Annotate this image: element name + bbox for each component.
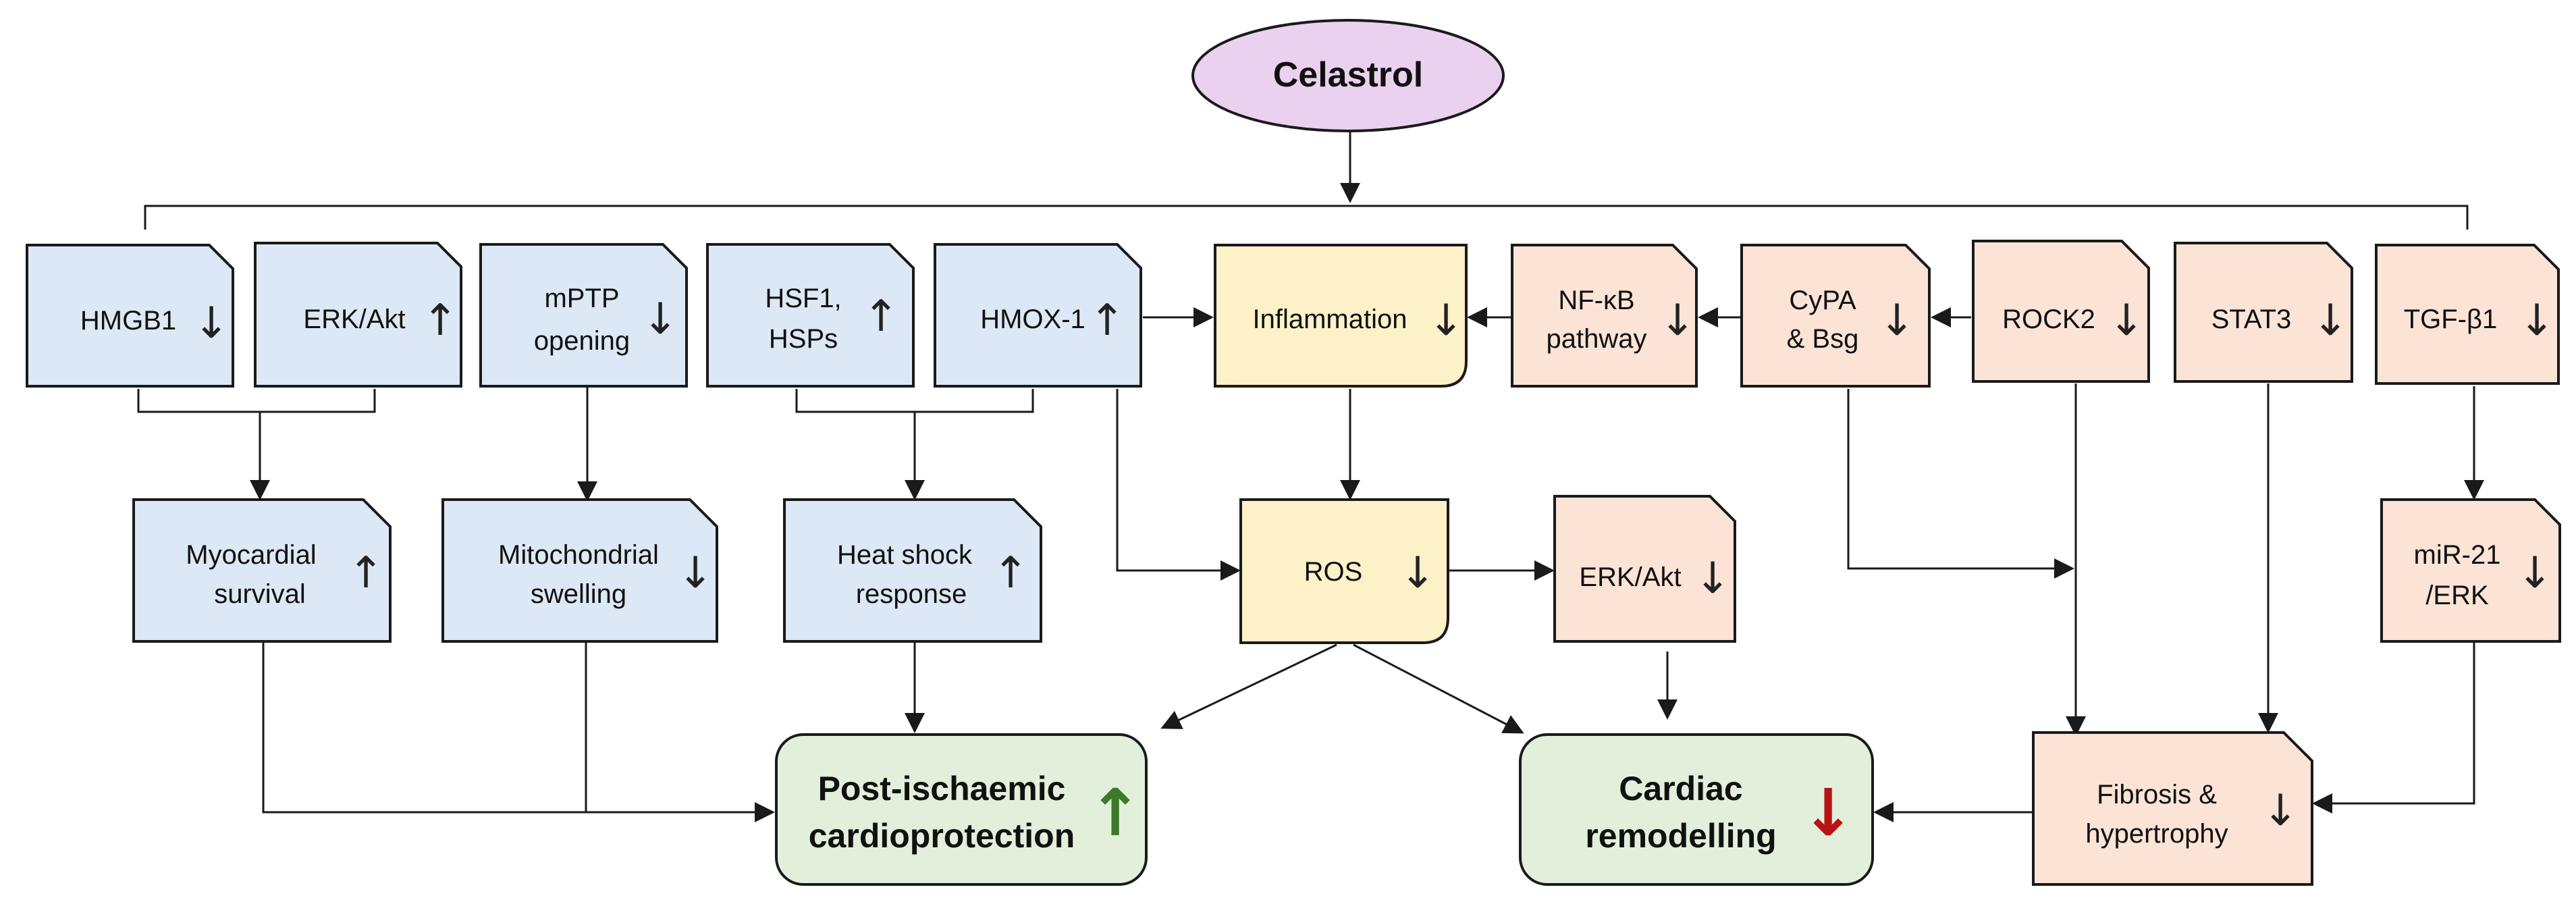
remodelling-line1: Cardiac — [1619, 770, 1742, 807]
node-mir21: miR-21 /ERK ↓ — [2380, 498, 2561, 643]
tgfb1-label: TGF-β1 — [2404, 304, 2498, 334]
node-mitochondrial-swelling: Mitochondrial swelling ↓ — [441, 498, 718, 643]
erk-akt-up-arrow: ↑ — [422, 296, 458, 346]
node-inflammation: Inflammation ↓ — [1214, 244, 1468, 388]
cardioprotection-line1: Post-ischaemic — [818, 770, 1066, 807]
mitochondrial-line1: Mitochondrial — [498, 540, 659, 570]
erk-akt-down-arrow: ↓ — [1694, 554, 1731, 604]
hmox1-arrow: ↑ — [1089, 296, 1125, 346]
mir21-line1: miR-21 — [2414, 540, 2501, 570]
node-mptp: mPTP opening ↓ — [479, 243, 688, 388]
node-tgfb1: TGF-β1 ↓ — [2375, 244, 2560, 385]
fibrosis-line1: Fibrosis & — [2097, 780, 2217, 810]
ros-arrow: ↓ — [1399, 548, 1436, 598]
hsf1-line1: HSF1, — [765, 284, 841, 313]
cypa-line2: & Bsg — [1787, 324, 1859, 354]
cypa-arrow: ↓ — [1879, 296, 1915, 346]
fibrosis-line2: hypertrophy — [2085, 819, 2228, 849]
node-cardiac-remodelling: Cardiac remodelling ↓ — [1519, 733, 1874, 886]
nfkb-arrow: ↓ — [1659, 296, 1696, 346]
node-hmox1: HMOX-1 ↑ — [934, 243, 1142, 388]
myocardial-line2: survival — [214, 579, 306, 609]
node-hmgb1: HMGB1 ↓ — [26, 244, 234, 388]
node-nfkb: NF-κB pathway ↓ — [1511, 244, 1698, 388]
remodelling-arrow: ↓ — [1801, 775, 1855, 851]
node-ros: ROS ↓ — [1239, 498, 1449, 644]
hmox1-label: HMOX-1 — [980, 304, 1085, 334]
node-erk-akt-up: ERK/Akt ↑ — [254, 242, 462, 388]
hsf1-arrow: ↑ — [863, 292, 899, 342]
inflammation-arrow: ↓ — [1428, 296, 1464, 346]
node-heat-shock-response: Heat shock response ↑ — [783, 498, 1042, 643]
celastrol-node: Celastrol — [1191, 19, 1505, 132]
cypa-line1: CyPA — [1789, 286, 1856, 315]
hmgb1-label: HMGB1 — [80, 306, 176, 336]
node-cypa: CyPA & Bsg ↓ — [1740, 244, 1931, 388]
node-erk-akt-down: ERK/Akt ↓ — [1553, 495, 1736, 643]
mptp-line2: opening — [534, 326, 630, 356]
inflammation-label: Inflammation — [1253, 304, 1407, 334]
node-fibrosis: Fibrosis & hypertrophy ↓ — [2032, 731, 2313, 886]
mptp-arrow: ↓ — [642, 294, 678, 344]
nfkb-line2: pathway — [1547, 324, 1647, 354]
hsf1-line2: HSPs — [769, 324, 838, 354]
mir21-line2: /ERK — [2425, 581, 2489, 610]
mir21-arrow: ↓ — [2517, 548, 2553, 598]
myocardial-line1: Myocardial — [186, 540, 316, 570]
remodelling-line2: remodelling — [1585, 817, 1776, 855]
tgfb1-arrow: ↓ — [2519, 296, 2555, 346]
node-cardioprotection: Post-ischaemic cardioprotection ↑ — [775, 733, 1148, 886]
ros-label: ROS — [1304, 557, 1363, 587]
rock2-label: ROCK2 — [2002, 304, 2095, 334]
hmgb1-arrow: ↓ — [193, 298, 230, 348]
node-rock2: ROCK2 ↓ — [1972, 240, 2150, 383]
cardioprotection-line2: cardioprotection — [809, 817, 1075, 855]
connectors — [137, 132, 2484, 822]
node-myocardial-survival: Myocardial survival ↑ — [132, 498, 392, 643]
stat3-label: STAT3 — [2211, 304, 2292, 334]
erk-akt-up-label: ERK/Akt — [303, 304, 405, 334]
myocardial-arrow: ↑ — [348, 548, 384, 598]
heatshock-line2: response — [856, 579, 967, 609]
node-hsf1: HSF1, HSPs ↑ — [706, 243, 915, 388]
mitochondrial-arrow: ↓ — [677, 548, 714, 598]
mitochondrial-line2: swelling — [531, 579, 626, 609]
celastrol-label: Celastrol — [1273, 55, 1424, 95]
fibrosis-arrow: ↓ — [2262, 786, 2299, 836]
heatshock-arrow: ↑ — [992, 548, 1029, 598]
erk-akt-down-label: ERK/Akt — [1579, 562, 1681, 592]
rock2-arrow: ↓ — [2108, 296, 2145, 346]
heatshock-line1: Heat shock — [837, 540, 973, 570]
cardioprotection-arrow: ↑ — [1088, 775, 1142, 851]
node-stat3: STAT3 ↓ — [2174, 242, 2353, 383]
nfkb-line1: NF-κB — [1558, 286, 1634, 315]
mptp-line1: mPTP — [544, 284, 619, 313]
stat3-arrow: ↓ — [2312, 296, 2349, 346]
